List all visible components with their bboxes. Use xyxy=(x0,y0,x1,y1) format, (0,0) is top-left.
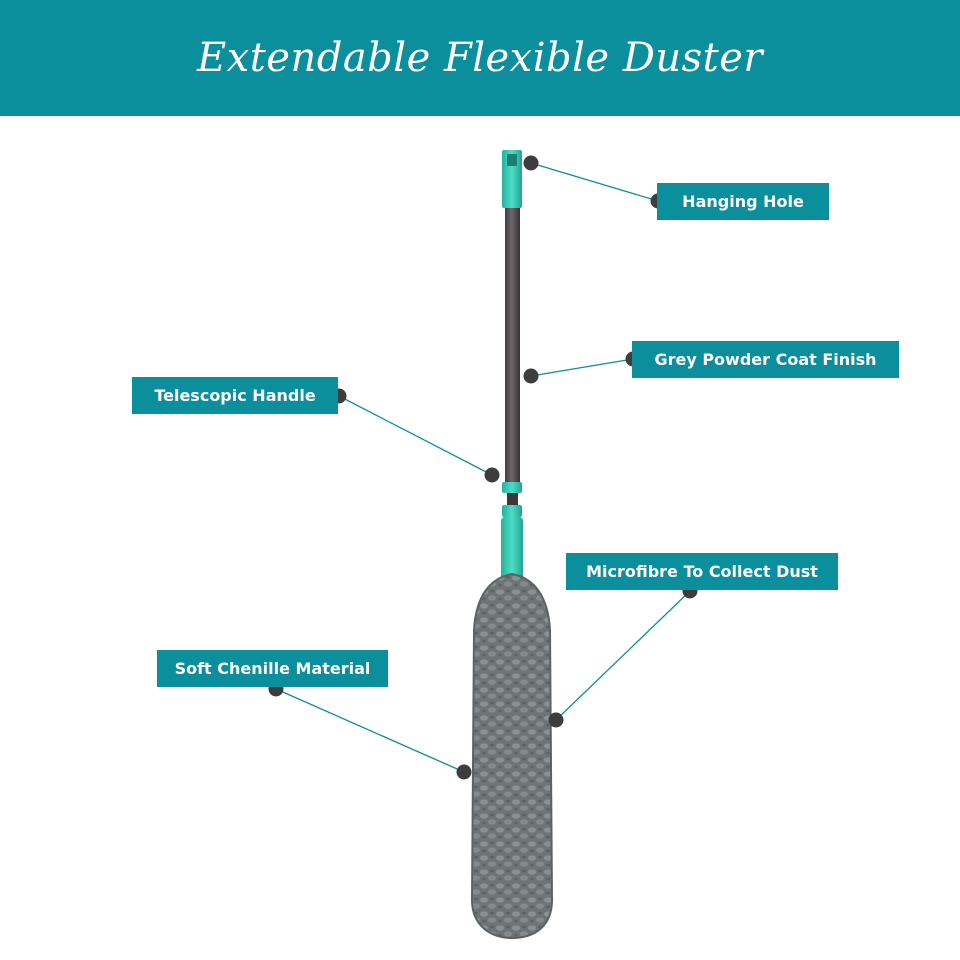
lower-shaft xyxy=(501,517,523,583)
dot-marker xyxy=(484,467,500,483)
chenille-label: Soft Chenille Material xyxy=(157,650,388,687)
handle-cap xyxy=(502,150,522,208)
connector-lines xyxy=(275,162,691,773)
hanging-hole-label: Hanging Hole xyxy=(657,183,829,220)
dot-marker xyxy=(548,712,564,728)
telescopic-joint xyxy=(502,482,522,517)
dot-marker xyxy=(523,368,539,384)
dot-marker xyxy=(523,155,539,171)
chenille-head xyxy=(470,572,554,940)
powder-coat-label: Grey Powder Coat Finish xyxy=(632,341,899,378)
title-banner: Extendable Flexible Duster xyxy=(0,0,960,116)
handle-pole xyxy=(505,208,520,484)
page-title: Extendable Flexible Duster xyxy=(196,35,764,81)
dot-marker xyxy=(456,764,472,780)
microfibre-label: Microfibre To Collect Dust xyxy=(566,553,838,590)
telescopic-handle-label: Telescopic Handle xyxy=(132,377,338,414)
